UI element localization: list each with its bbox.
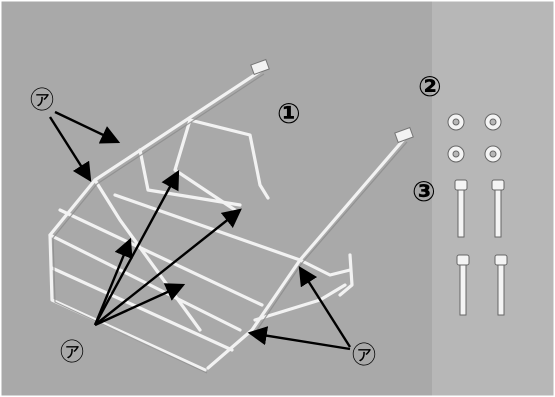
rack-end-clip-right — [394, 126, 414, 144]
part-2-label: ② — [418, 70, 442, 103]
arrow — [93, 169, 180, 326]
arrow — [298, 265, 352, 348]
callout-a-lower-left: ㋐ — [60, 338, 84, 366]
bolt — [456, 254, 470, 316]
bolt — [491, 179, 505, 238]
arrow — [94, 283, 186, 327]
bolt — [454, 179, 468, 238]
arrow — [93, 237, 133, 326]
arrow — [94, 208, 242, 326]
part-3-label: ③ — [412, 175, 436, 208]
callout-a-upper-left: ㋐ — [30, 86, 54, 114]
bolt-set — [454, 179, 508, 316]
bolt — [494, 254, 508, 316]
hardware-panel-background — [432, 0, 555, 397]
arrow — [247, 326, 351, 351]
arrow — [54, 110, 121, 144]
rack-end-clip-left — [250, 58, 270, 76]
part-1-label: ① — [277, 97, 301, 130]
callout-arrows — [48, 110, 352, 351]
rack-frame — [48, 68, 407, 372]
arrow — [48, 116, 92, 183]
washer-set — [447, 113, 502, 163]
callout-a-lower-right: ㋐ — [352, 341, 376, 369]
